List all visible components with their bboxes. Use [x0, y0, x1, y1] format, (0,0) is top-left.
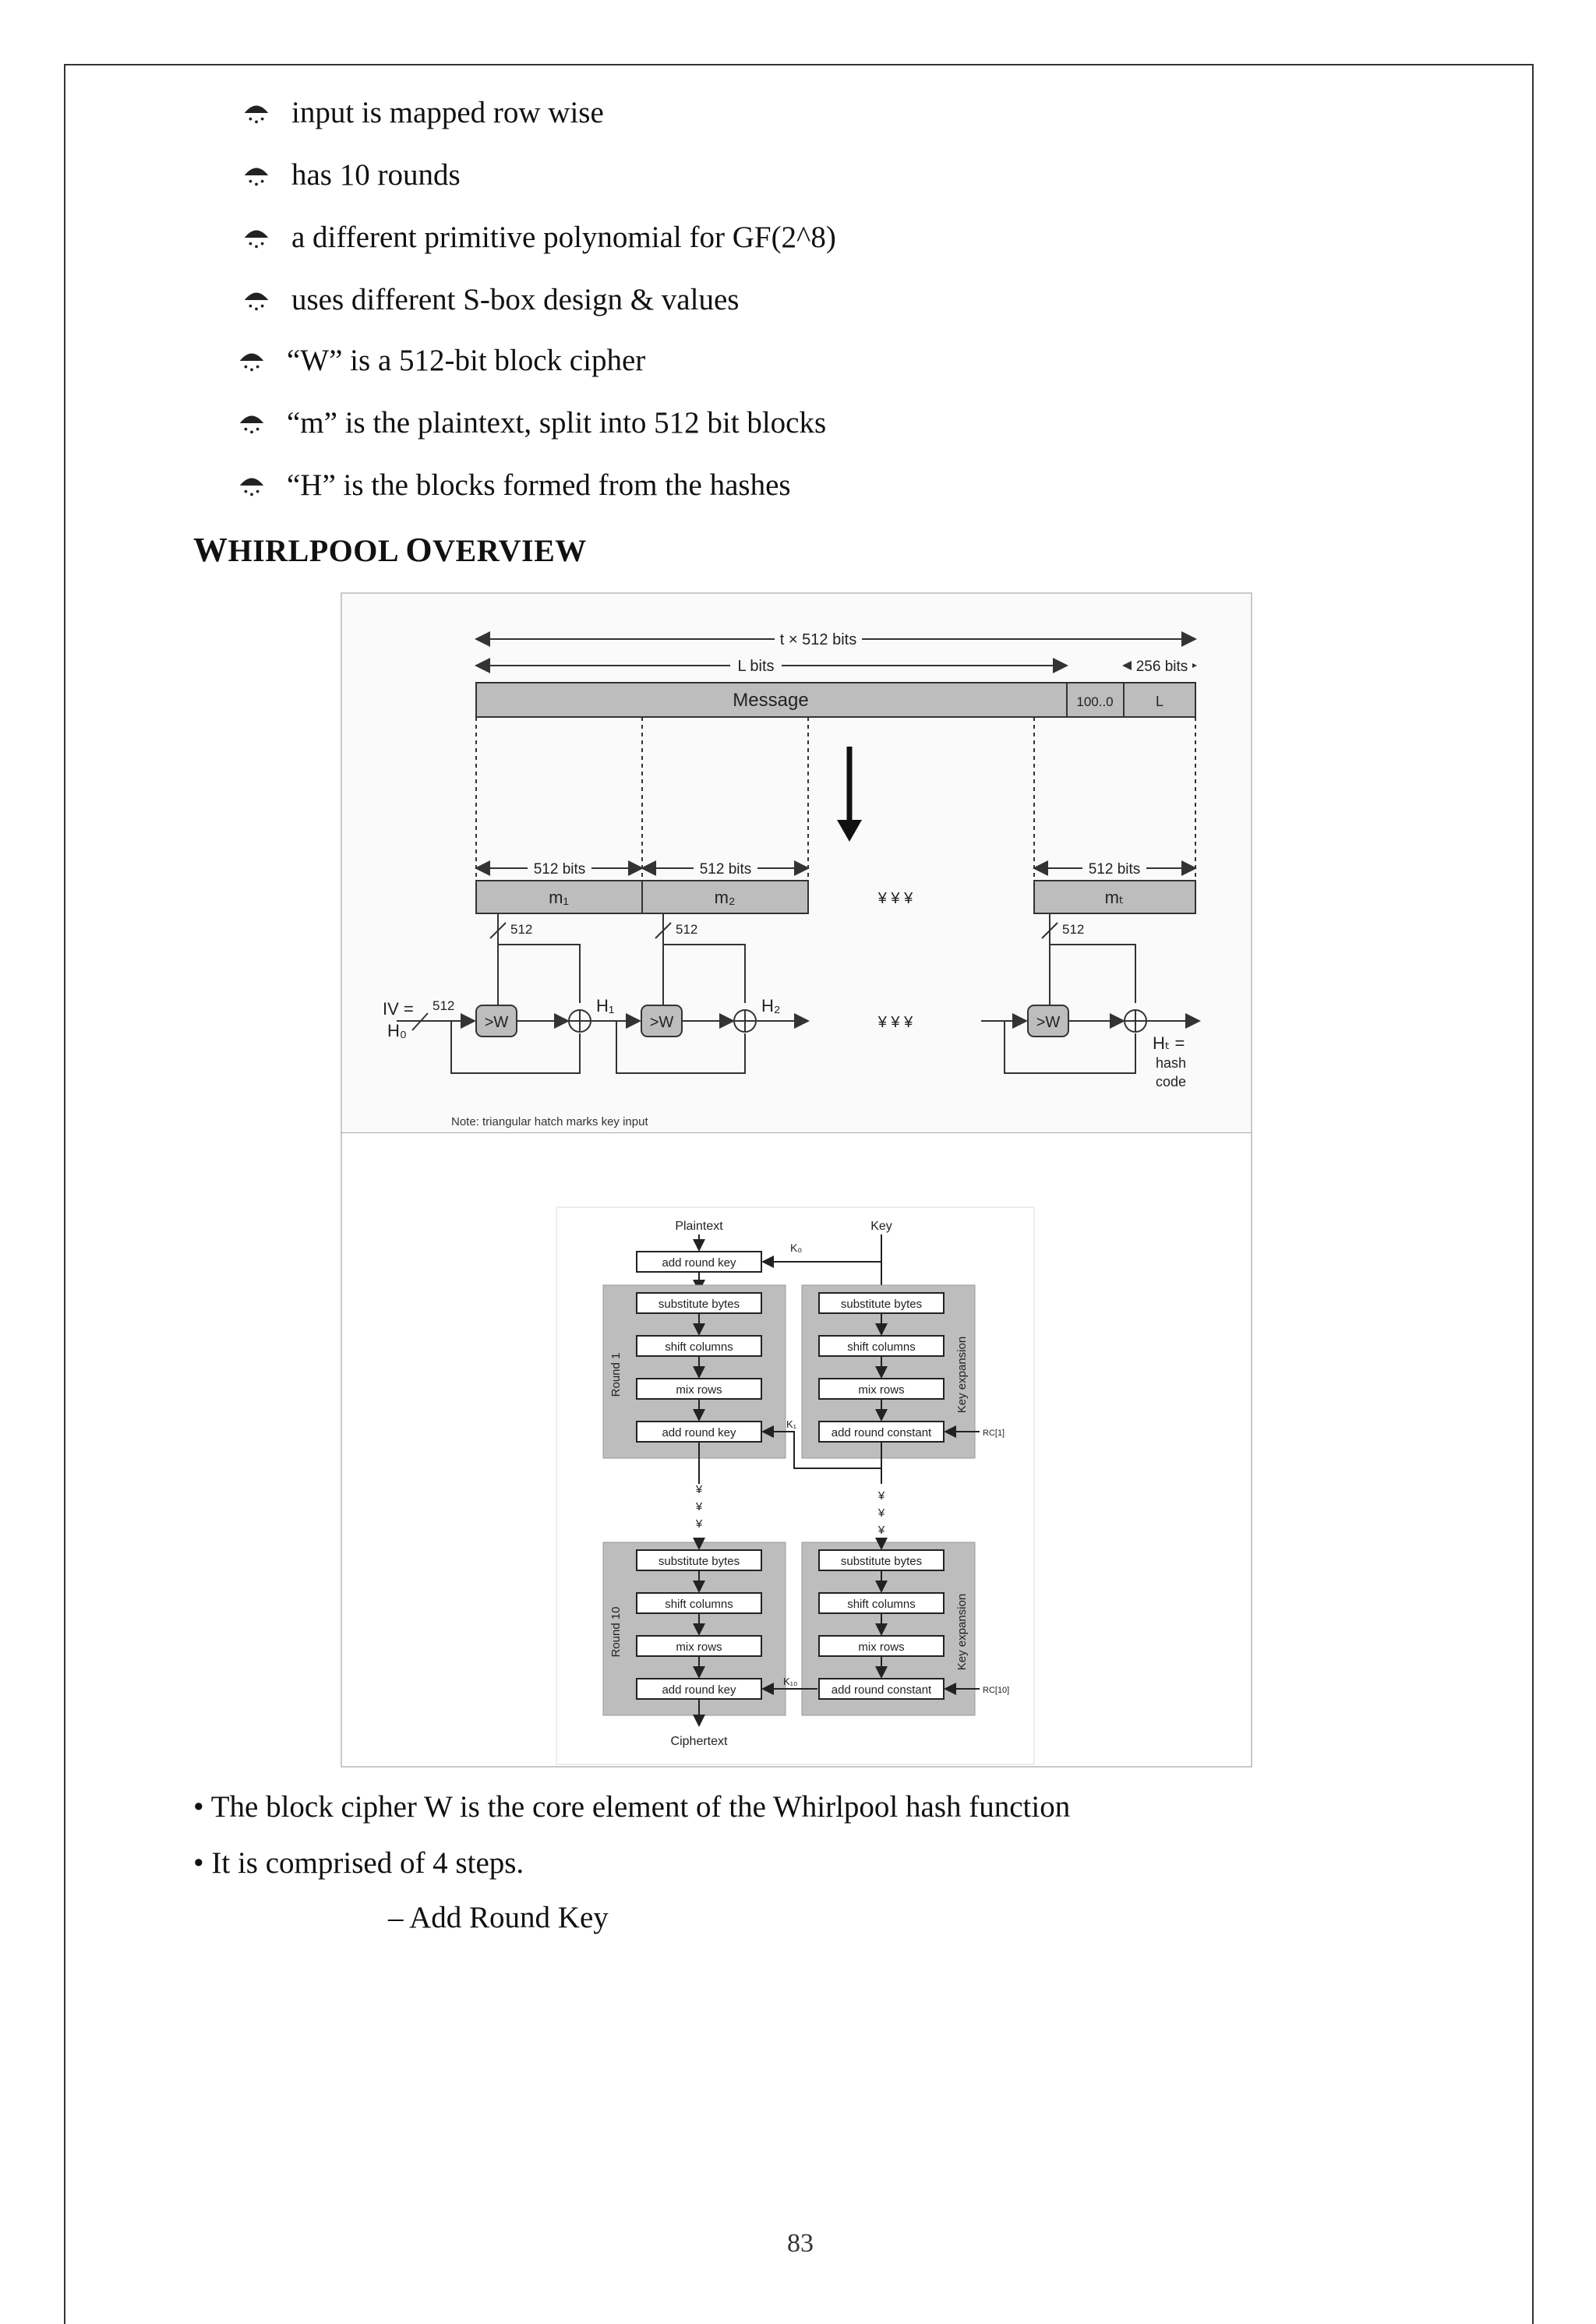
substitute-bytes-box: substitute bytes [659, 1555, 740, 1568]
add-round-key-box: add round key [662, 1426, 736, 1439]
ellipsis-label: ¥ ¥ ¥ [877, 890, 913, 907]
bullet-text: a different primitive polynomial for GF(… [291, 221, 836, 254]
hash-label: hash [1156, 1055, 1186, 1071]
ellipsis-dot: ¥ [695, 1517, 703, 1531]
h2-label: H₂ [761, 996, 780, 1015]
shift-columns-box: shift columns [665, 1340, 733, 1354]
block-mt-label: mₜ [1105, 888, 1125, 907]
h1-label: H₁ [596, 996, 614, 1015]
key-width-label: 512 [676, 922, 697, 937]
block-bits-label: 512 bits [534, 861, 586, 878]
round1-label: Round 1 [609, 1353, 623, 1397]
plaintext-label: Plaintext [675, 1220, 723, 1233]
ht-label: Hₜ = [1153, 1033, 1185, 1053]
umbrella-icon [239, 415, 264, 433]
section-heading: WHIRLPOOL OVERVIEW [193, 531, 587, 569]
add-round-key-box: add round key [662, 1256, 736, 1270]
key-expansion-label: Key expansion [955, 1337, 969, 1413]
add-round-constant-box: add round constant [832, 1683, 932, 1697]
body-line: • It is comprised of 4 steps. [193, 1846, 524, 1880]
key-label: Key [870, 1220, 892, 1233]
substitute-bytes-box: substitute bytes [841, 1298, 922, 1311]
block-m1-label: m₁ [549, 888, 569, 907]
w-label: >W [485, 1014, 509, 1031]
rc1-label: RC[1] [983, 1429, 1005, 1438]
w-label: >W [1036, 1014, 1061, 1031]
umbrella-icon [244, 230, 269, 248]
mix-rows-box: mix rows [858, 1641, 904, 1654]
round10-label: Round 10 [609, 1606, 623, 1657]
bullet-text: has 10 rounds [291, 158, 461, 192]
umbrella-icon [244, 105, 269, 123]
page-number: 83 [787, 2229, 814, 2258]
bullet-item: uses different S-box design & values [242, 282, 739, 317]
k10-label: K₁₀ [783, 1676, 797, 1687]
block-m2 [641, 880, 809, 914]
ellipsis-dot: ¥ [695, 1483, 703, 1496]
shift-columns-box: shift columns [665, 1598, 733, 1611]
block-bits-label: 512 bits [700, 861, 752, 878]
bits256-label: 256 bits [1136, 659, 1188, 675]
bullet-item: “m” is the plaintext, split into 512 bit… [237, 405, 826, 440]
key-width-label: 512 [510, 922, 532, 937]
bullet-text: “H” is the blocks formed from the hashes [287, 468, 791, 502]
add-round-constant-box: add round constant [832, 1426, 932, 1439]
block-mt [1033, 880, 1196, 914]
mix-rows-box: mix rows [858, 1383, 904, 1397]
diagram-note: Note: triangular hatch marks key input [451, 1115, 648, 1128]
whirlpool-overview-diagram: t × 512 bits L bits 256 bits Message 100… [341, 592, 1252, 1134]
key-width-label: 512 [433, 998, 454, 1013]
shift-columns-box: shift columns [847, 1340, 916, 1354]
umbrella-icon [244, 168, 269, 185]
l-bits-label: L bits [737, 658, 774, 675]
substitute-bytes-box: substitute bytes [841, 1555, 922, 1568]
w-cipher-box [1027, 1005, 1069, 1037]
substitute-bytes-box: substitute bytes [659, 1298, 740, 1311]
bullet-text: “W” is a 512-bit block cipher [287, 344, 646, 377]
w-cipher-box [475, 1005, 517, 1037]
bullet-text: input is mapped row wise [291, 96, 604, 129]
message-label: Message [733, 690, 808, 711]
length-label: L [1156, 694, 1163, 709]
bullet-item: “H” is the blocks formed from the hashes [237, 468, 791, 503]
key-width-label: 512 [1062, 922, 1084, 937]
total-bits-label: t × 512 bits [780, 631, 856, 648]
h0-label: H₀ [387, 1021, 407, 1040]
ellipsis-label: ¥ ¥ ¥ [877, 1014, 913, 1031]
iv-label: IV = [383, 999, 414, 1019]
umbrella-icon [244, 292, 269, 310]
mix-rows-box: mix rows [676, 1383, 722, 1397]
ellipsis-dot: ¥ [877, 1524, 885, 1537]
umbrella-icon [239, 478, 264, 496]
rc10-label: RC[10] [983, 1686, 1009, 1695]
k0-label: K₀ [790, 1241, 802, 1254]
k1-label: K₁ [786, 1418, 797, 1430]
bullet-item: input is mapped row wise [242, 95, 604, 130]
mix-rows-box: mix rows [676, 1641, 722, 1654]
add-round-key-box: add round key [662, 1683, 736, 1697]
bullet-item: a different primitive polynomial for GF(… [242, 220, 836, 255]
body-line: • The block cipher W is the core element… [193, 1790, 1071, 1824]
key-expansion-label: Key expansion [955, 1594, 969, 1670]
body-line: – Add Round Key [388, 1901, 609, 1934]
page-border [64, 64, 1534, 2324]
w-cipher-diagram: Plaintext Key add round key K₀ Round 1 K… [556, 1206, 1035, 1765]
ellipsis-dot: ¥ [877, 1489, 885, 1503]
shift-columns-box: shift columns [847, 1598, 916, 1611]
block-bits-label: 512 bits [1089, 861, 1141, 878]
block-m2-label: m₂ [715, 888, 736, 907]
w-cipher-box [641, 1005, 683, 1037]
bullet-item: has 10 rounds [242, 157, 461, 192]
code-label: code [1156, 1074, 1186, 1090]
ellipsis-dot: ¥ [877, 1506, 885, 1520]
padding-label: 100..0 [1076, 694, 1113, 709]
bullet-item: “W” is a 512-bit block cipher [237, 343, 645, 378]
bullet-text: “m” is the plaintext, split into 512 bit… [287, 406, 827, 440]
bullet-text: uses different S-box design & values [291, 283, 740, 316]
w-label: >W [650, 1014, 674, 1031]
w-cipher-frame: Plaintext Key add round key K₀ Round 1 K… [341, 1132, 1252, 1768]
ellipsis-dot: ¥ [695, 1500, 703, 1513]
ciphertext-label: Ciphertext [671, 1735, 728, 1748]
umbrella-icon [239, 353, 264, 371]
